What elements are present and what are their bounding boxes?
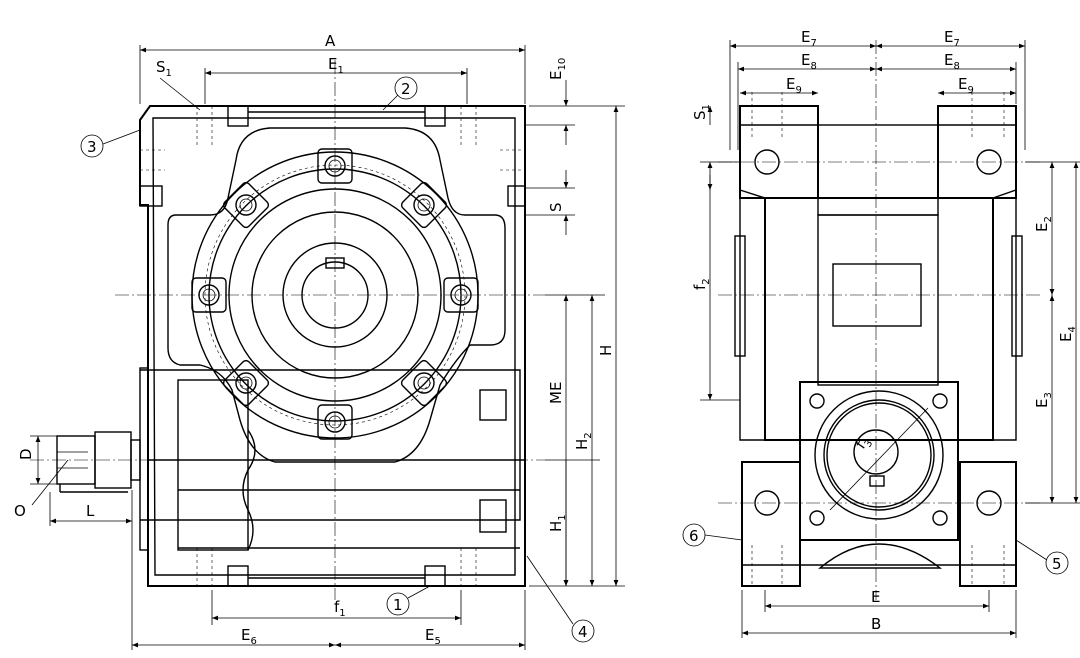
svg-text:4: 4 [578,623,588,641]
callout-2: 2 [382,76,418,111]
dim-f3-label: f3 [852,432,876,454]
svg-text:1: 1 [393,596,403,614]
callout-3: 3 [80,129,141,158]
callout-6: 6 [682,523,743,547]
dim-E5-label: E5 [425,626,441,647]
front-view: A E1 S1 f1 E6 E5 D O L E10 S H ME H2 H1 … [14,32,625,650]
side-view: E7 E7 E8 E8 E9 E9 S1 f2 E2 E3 E4 f3 E B … [682,28,1080,638]
input-shaft [56,431,141,493]
dim-O-label: O [14,502,26,520]
dim-E9-right-label: E9 [958,75,974,96]
dim-E-label: E [871,588,880,606]
dim-A-label: A [325,32,336,50]
dim-E9-left-label: E9 [786,75,802,96]
dim-E10-label: E10 [547,58,568,80]
dim-E3-label: E3 [1033,392,1054,408]
dim-ME-label: ME [547,382,565,404]
dim-L-label: L [86,502,95,520]
dim-E6-label: E6 [241,626,257,647]
dim-E2-label: E2 [1033,216,1054,232]
dim-H1-label: H1 [547,514,568,532]
dim-S-label: S [547,202,565,212]
callout-5: 5 [1015,539,1069,575]
dim-f1-label: f1 [334,598,346,619]
dim-E4-label: E4 [1057,326,1078,342]
dim-S1-label: S1 [156,58,172,79]
dim-E7-right-label: E7 [944,28,960,49]
dim-D-label: D [17,448,35,460]
dim-f2-label: f2 [691,278,712,290]
dim-H2-label: H2 [573,432,594,450]
svg-text:5: 5 [1052,555,1062,573]
output-flange [799,381,959,541]
callout-4: 4 [526,555,595,643]
dim-B-label: B [871,615,881,633]
callout-1: 1 [386,585,431,616]
dim-E1-label: E1 [328,55,344,76]
dim-E7-left-label: E7 [801,28,817,49]
dim-H-label: H [597,345,615,356]
svg-text:6: 6 [689,527,699,545]
dim-S1-side-label: S1 [691,104,712,120]
dim-E8-right-label: E8 [944,51,960,72]
front-housing-outline [139,105,526,587]
dim-E8-left-label: E8 [801,51,817,72]
svg-text:3: 3 [87,138,97,156]
svg-text:2: 2 [401,80,411,98]
